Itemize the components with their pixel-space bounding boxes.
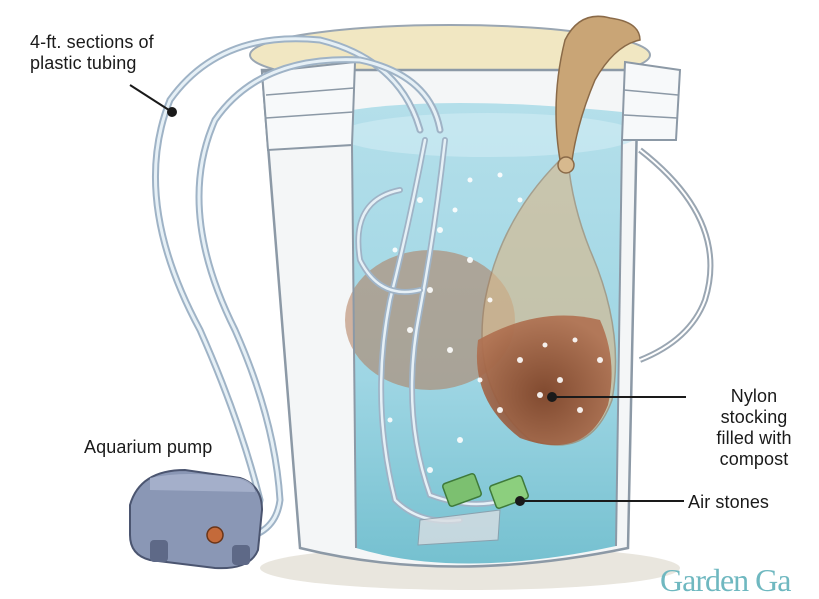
pump-foot [232, 545, 250, 565]
tubing-label: 4-ft. sections of plastic tubing [30, 32, 154, 74]
air-stones-label: Air stones [688, 492, 769, 513]
nylon-label-line1: Nylon [690, 386, 818, 407]
water-surface [338, 113, 638, 157]
nylon-label-line2: stocking [690, 407, 818, 428]
tubing-label-line2: plastic tubing [30, 53, 154, 74]
stocking-knot [558, 157, 574, 173]
tubing-label-line1: 4-ft. sections of [30, 32, 154, 53]
nylon-label-line3: filled with [690, 428, 818, 449]
aquarium-pump [130, 470, 262, 568]
brand-watermark: Garden Ga [660, 562, 819, 599]
pump-outlet [207, 527, 223, 543]
bucket-rim-right [622, 62, 680, 140]
bucket-handle-highlight [640, 150, 710, 360]
pump-label: Aquarium pump [84, 437, 212, 458]
nylon-label-line4: compost [690, 449, 818, 470]
nylon-stocking-label: Nylon stocking filled with compost [690, 386, 818, 470]
pump-foot [150, 540, 168, 562]
